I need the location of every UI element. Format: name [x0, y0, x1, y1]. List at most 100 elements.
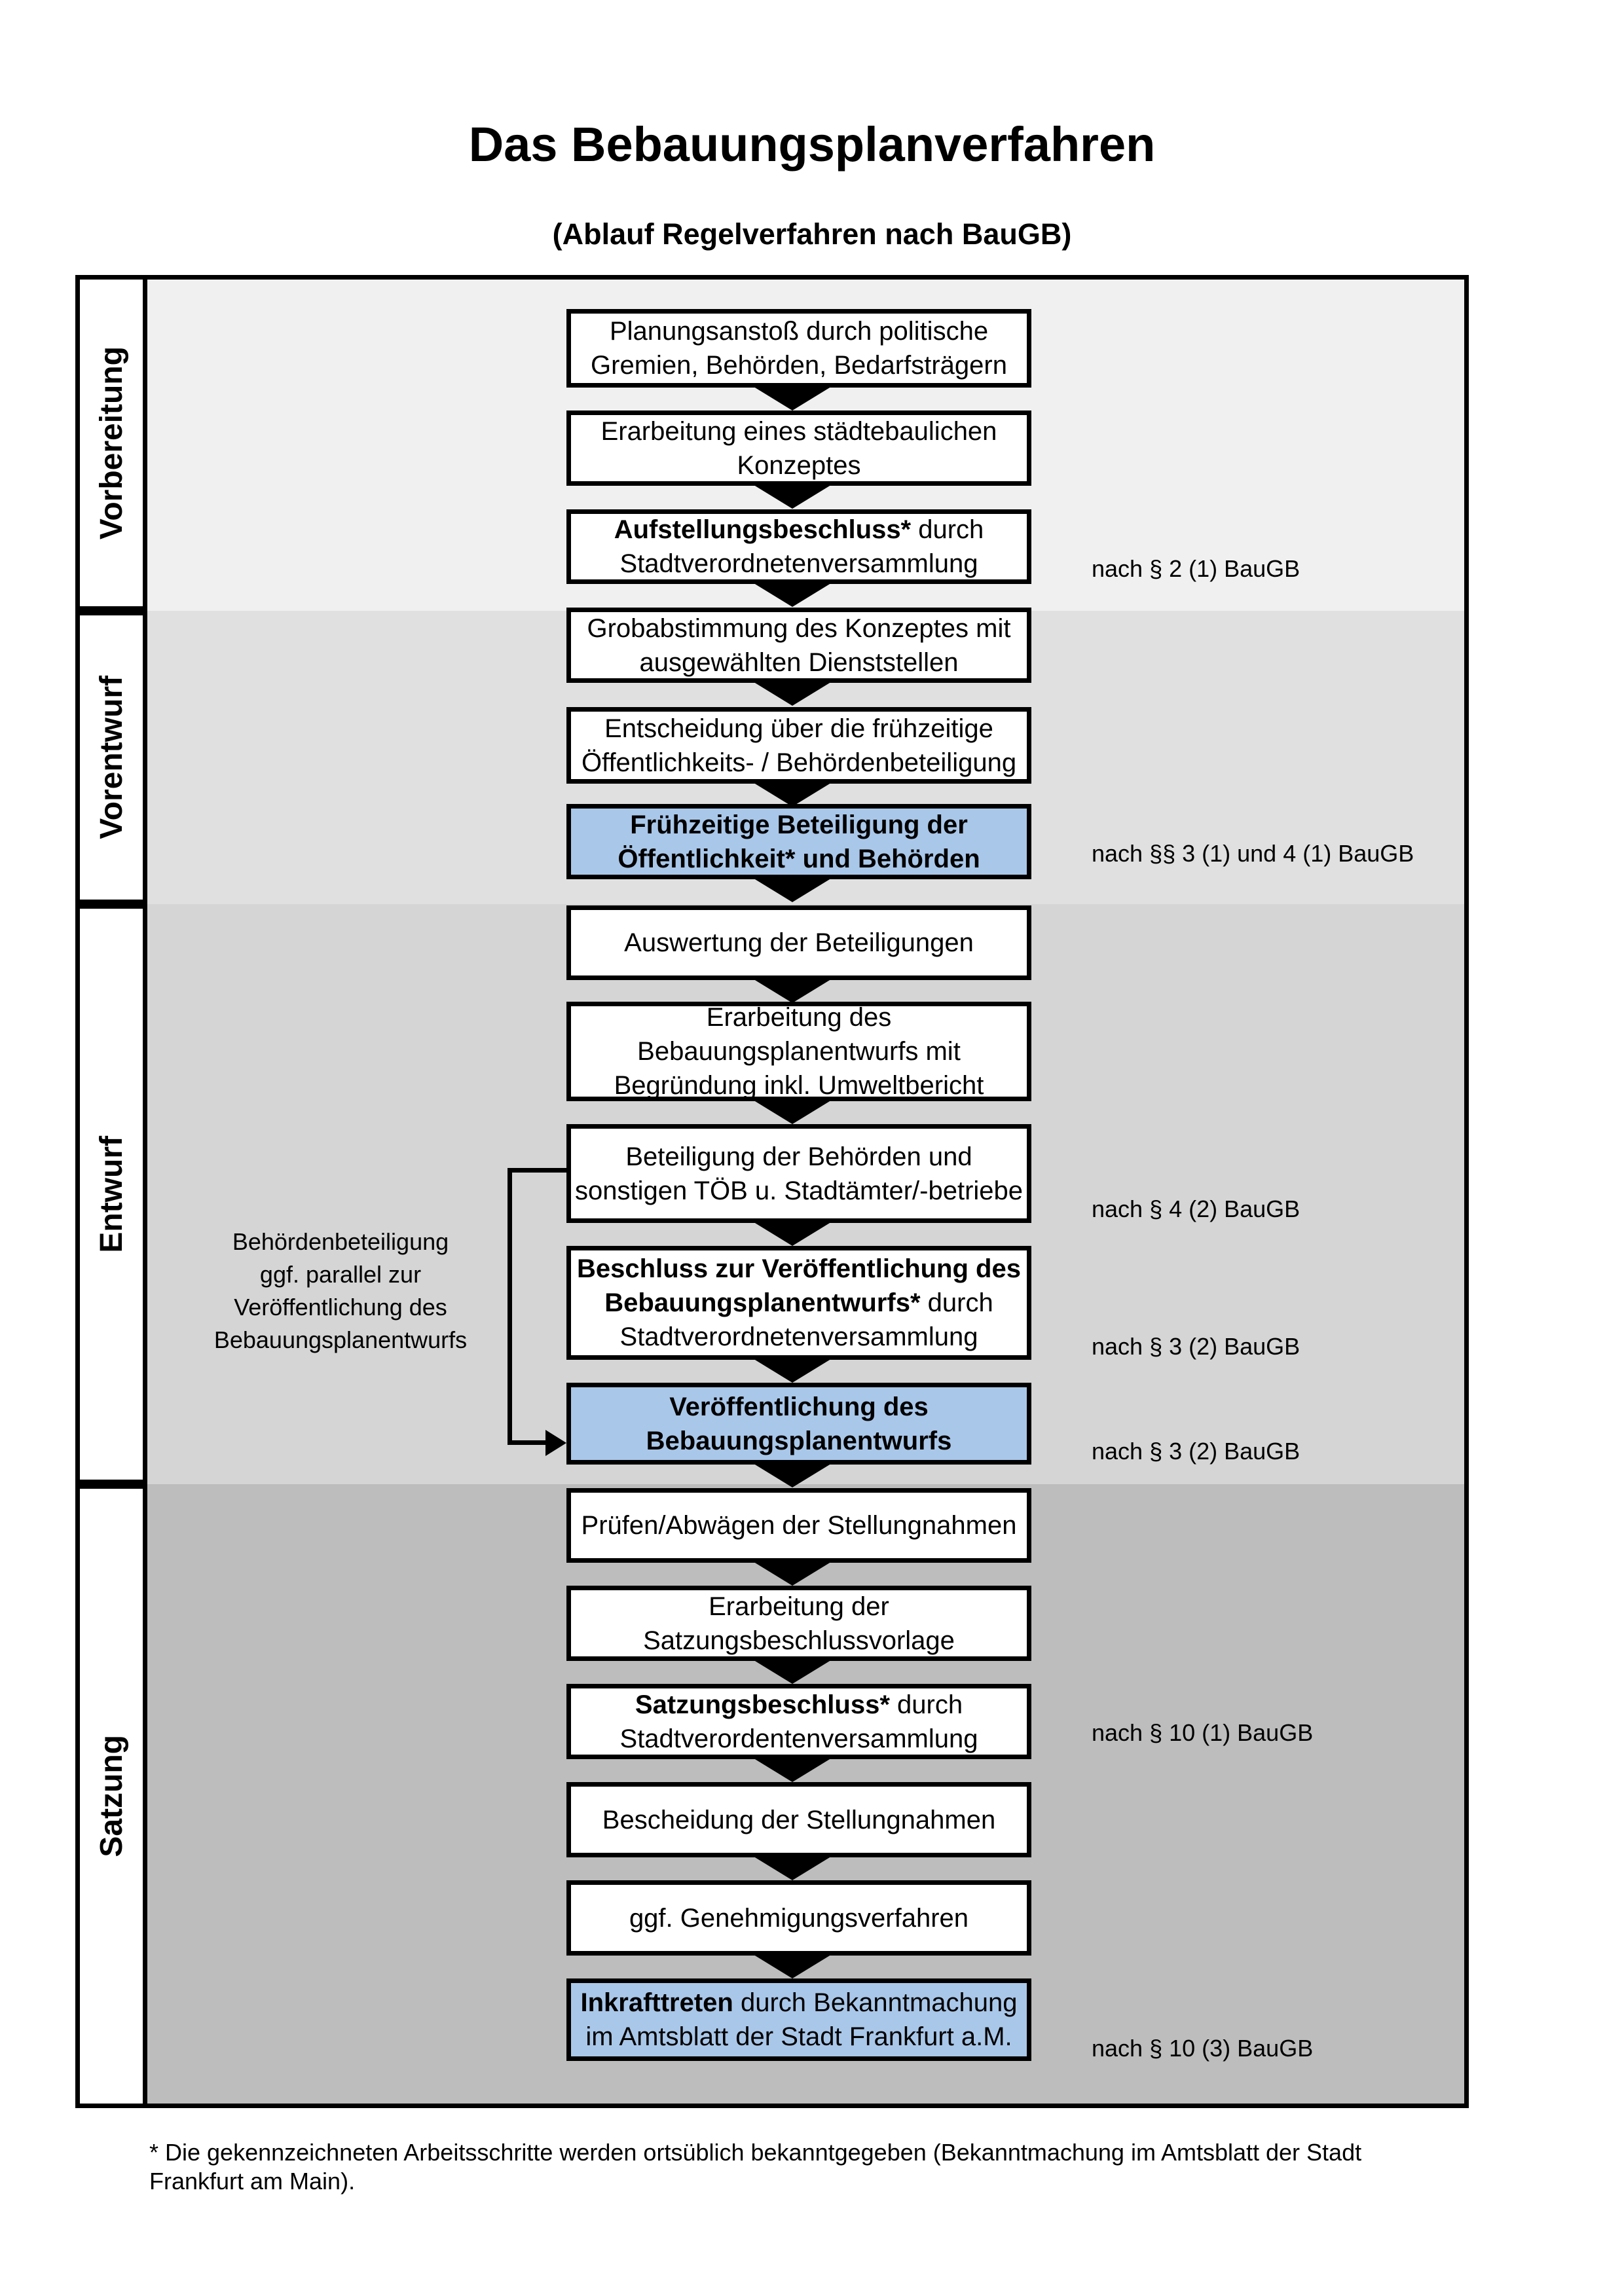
step-text: Erarbeitung eines städtebaulichen	[600, 416, 997, 446]
step-text-line: Satzungsbeschlussvorlage	[643, 1624, 955, 1658]
arrow-down-icon	[752, 1463, 833, 1487]
step-box-veroeffentlichung: Veröffentlichung des Bebauungsplanentwur…	[566, 1383, 1031, 1465]
step-text-line: Erarbeitung des	[707, 1000, 891, 1034]
step-text: Inkrafttreten	[580, 1988, 733, 2017]
arrow-down-icon	[752, 877, 833, 902]
step-text: Gremien, Behörden, Bedarfsträgern	[591, 351, 1007, 380]
step-text-line: Erarbeitung eines städtebaulichen	[601, 414, 997, 448]
phase-label-text: Entwurf	[94, 1135, 129, 1253]
step-text-line: Auswertung der Beteiligungen	[624, 926, 974, 960]
step-text-line: Inkrafttreten durch Bekanntmachung	[580, 1986, 1017, 2020]
page-subtitle: (Ablauf Regelverfahren nach BauGB)	[552, 217, 1072, 251]
arrow-down-icon	[752, 1099, 833, 1124]
phase-label-vorentwurf: Vorentwurf	[75, 611, 147, 904]
step-text-line: Beteiligung der Behörden und	[625, 1140, 972, 1174]
step-text: Bebauungsplanentwurfs*	[604, 1288, 921, 1317]
step-text: Erarbeitung der	[709, 1592, 889, 1621]
footnote-line: * Die gekennzeichneten Arbeitsschritte w…	[149, 2139, 1362, 2166]
step-text: Entscheidung über die frühzeitige	[604, 714, 993, 743]
legal-reference: nach § 3 (2) BauGB	[1092, 1333, 1301, 1360]
phase-label-text: Satzung	[94, 1735, 129, 1857]
step-text-line: Konzeptes	[737, 448, 860, 483]
step-text-line: Satzungsbeschluss* durch	[635, 1688, 963, 1722]
step-text: Frühzeitige Beteiligung der	[630, 810, 968, 839]
step-text-line: ggf. Genehmigungsverfahren	[629, 1901, 969, 1935]
legal-reference: nach § 3 (2) BauGB	[1092, 1438, 1301, 1465]
step-text-line: Prüfen/Abwägen der Stellungnahmen	[581, 1508, 1017, 1542]
step-text-line: Veröffentlichung des	[669, 1390, 929, 1424]
step-box-entwurf-erarbeitung: Erarbeitung des Bebauungsplanentwurfs mi…	[566, 1002, 1031, 1101]
step-box-bescheidung: Bescheidung der Stellungnahmen	[566, 1782, 1031, 1857]
step-text: Satzungsbeschluss*	[635, 1690, 890, 1719]
legal-reference: nach § 10 (1) BauGB	[1092, 1719, 1314, 1746]
arrow-down-icon	[752, 1221, 833, 1246]
step-text-line: Stadtverordnetenversammlung	[620, 547, 978, 581]
phase-label-satzung: Satzung	[75, 1484, 147, 2108]
connector-arrowhead-icon	[545, 1430, 566, 1456]
page-title: Das Bebauungsplanverfahren	[468, 117, 1156, 172]
step-text: Stadtverordnetenversammlung	[619, 549, 978, 578]
step-text-line: Stadtverordnetenversammlung	[620, 1320, 978, 1354]
step-text: ausgewählten Dienststellen	[639, 647, 959, 677]
step-text: Begründung inkl. Umweltbericht	[614, 1071, 984, 1100]
arrow-down-icon	[752, 1757, 833, 1782]
legal-reference: nach §§ 3 (1) und 4 (1) BauGB	[1092, 840, 1414, 867]
footnote-line: Frankfurt am Main).	[149, 2168, 356, 2195]
legal-reference: nach § 10 (3) BauGB	[1092, 2035, 1314, 2062]
arrow-down-icon	[752, 1855, 833, 1880]
step-box-satzungsbeschlussvorlage: Erarbeitung der Satzungsbeschlussvorlage	[566, 1586, 1031, 1661]
step-text: Bescheidung der Stellungnahmen	[602, 1805, 996, 1834]
step-text-line: im Amtsblatt der Stadt Frankfurt a.M.	[585, 2020, 1012, 2054]
step-text-line: Bebauungsplanentwurfs	[646, 1424, 952, 1458]
step-box-pruefen-abwaegen: Prüfen/Abwägen der Stellungnahmen	[566, 1488, 1031, 1563]
phase-label-entwurf: Entwurf	[75, 904, 147, 1484]
step-text-line: Erarbeitung der	[709, 1590, 889, 1624]
step-text: Stadtverordnetenversammlung	[619, 1322, 978, 1351]
footnote: * Die gekennzeichneten Arbeitsschritte w…	[149, 2138, 1485, 2196]
step-text: Erarbeitung des	[706, 1003, 892, 1032]
step-box-inkrafttreten: Inkrafttreten durch Bekanntmachung im Am…	[566, 1978, 1031, 2061]
step-text: durch	[889, 1690, 963, 1719]
arrow-down-icon	[752, 1358, 833, 1383]
annotation-line: Veröffentlichung des	[234, 1294, 447, 1321]
step-text: Öffentlichkeits- / Behördenbeteiligung	[581, 748, 1017, 777]
step-text: Bebauungsplanentwurfs	[646, 1426, 952, 1455]
step-text: Stadtverordentenversammlung	[619, 1724, 978, 1753]
connector-line-bottom	[507, 1440, 548, 1445]
arrow-down-icon	[752, 1561, 833, 1586]
step-text-line: Öffentlichkeits- / Behördenbeteiligung	[581, 746, 1016, 780]
arrow-down-icon	[752, 1954, 833, 1978]
step-text-line: Planungsanstoß durch politische	[610, 314, 988, 348]
step-text: Satzungsbeschlussvorlage	[643, 1626, 955, 1655]
step-text: Öffentlichkeit* und Behörden	[618, 844, 980, 873]
phase-label-vorbereitung: Vorbereitung	[75, 275, 147, 611]
step-text: Beteiligung der Behörden und	[625, 1142, 972, 1171]
connector-line-top	[507, 1168, 566, 1173]
step-text: ggf. Genehmigungsverfahren	[629, 1903, 969, 1933]
step-box-planungsanstoss: Planungsanstoß durch politische Gremien,…	[566, 309, 1031, 388]
annotation-line: ggf. parallel zur	[259, 1261, 422, 1288]
step-box-genehmigungsverfahren: ggf. Genehmigungsverfahren	[566, 1880, 1031, 1956]
connector-line-vertical	[507, 1168, 512, 1445]
step-text-line: Bescheidung der Stellungnahmen	[602, 1803, 995, 1837]
step-text-line: Bebauungsplanentwurfs* durch	[604, 1286, 993, 1320]
parallel-annotation: Behördenbeteiligung ggf. parallel zur Ve…	[203, 1226, 478, 1357]
arrow-down-icon	[752, 582, 833, 607]
step-text: Grobabstimmung des Konzeptes mit	[587, 613, 1011, 643]
step-text-line: Aufstellungsbeschluss* durch	[614, 513, 984, 547]
step-text: Planungsanstoß durch politische	[609, 317, 989, 346]
step-text: im Amtsblatt der Stadt Frankfurt a.M.	[585, 2022, 1012, 2051]
step-text-line: Grobabstimmung des Konzeptes mit	[587, 611, 1011, 646]
step-text: Prüfen/Abwägen der Stellungnahmen	[581, 1511, 1017, 1540]
legal-reference: nach § 4 (2) BauGB	[1092, 1195, 1301, 1222]
step-text-line: Frühzeitige Beteiligung der	[630, 808, 968, 842]
step-text-line: Gremien, Behörden, Bedarfsträgern	[591, 348, 1007, 382]
step-text: durch Bekanntmachung	[733, 1988, 1018, 2017]
arrow-down-icon	[752, 978, 833, 1003]
phase-label-text: Vorentwurf	[94, 676, 129, 839]
step-text: sonstigen TÖB u. Stadtämter/-betriebe	[574, 1176, 1024, 1205]
step-text-line: ausgewählten Dienststellen	[640, 646, 959, 680]
step-box-aufstellungsbeschluss: Aufstellungsbeschluss* durch Stadtverord…	[566, 509, 1031, 584]
phase-label-text: Vorbereitung	[94, 346, 129, 540]
